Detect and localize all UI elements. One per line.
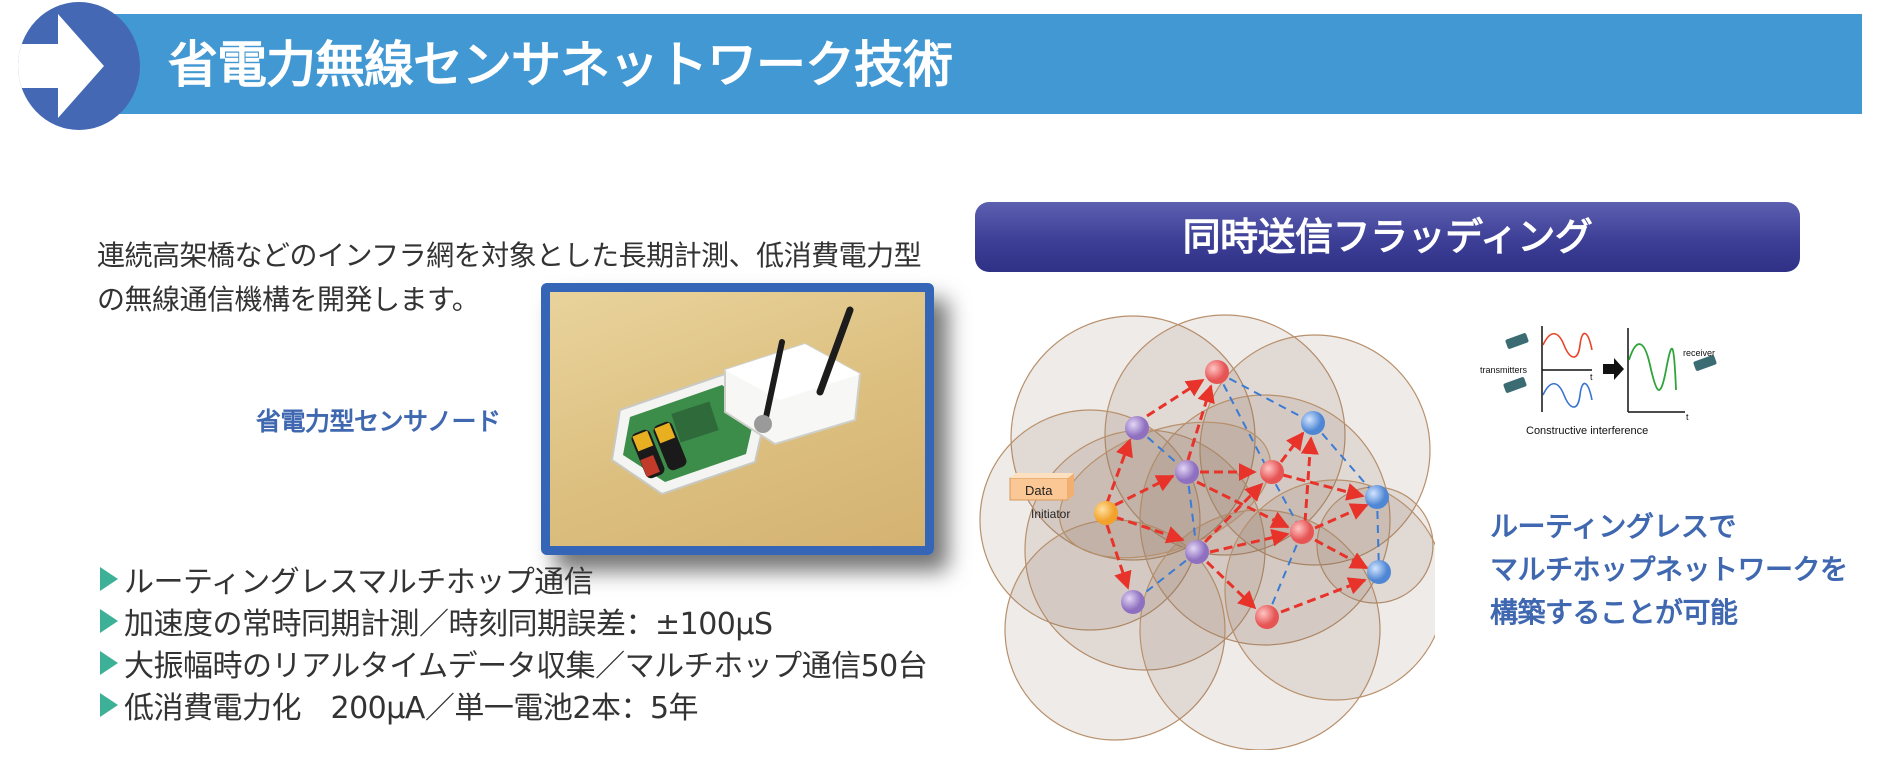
intro-line-1: 連続高架橋などのインフラ網を対象とした長期計測、低消費電力型	[97, 239, 922, 272]
arrow-right-icon	[1603, 358, 1624, 380]
triangle-bullet-icon	[100, 609, 118, 633]
receiver-label: receiver	[1683, 348, 1715, 358]
svg-text:t: t	[1590, 372, 1593, 382]
sensor-node-illustration	[610, 306, 862, 496]
interference-caption: Constructive interference	[1526, 425, 1648, 437]
sensor-node-photo	[541, 283, 934, 555]
arrow-right-icon	[18, 14, 104, 118]
triangle-bullet-icon	[100, 567, 118, 591]
flood-arrows	[1105, 378, 1369, 614]
triangle-bullet-icon	[100, 651, 118, 675]
header-bar	[100, 14, 1862, 114]
header-arrow-badge	[18, 2, 140, 130]
constructive-interference-diagram: transmitters receiver t t Constructive i…	[1480, 320, 1760, 444]
initiator-label: Initiator	[1031, 507, 1070, 521]
intro-line-2: の無線通信機構を開発します。	[97, 283, 480, 316]
feature-list: ルーティングレスマルチホップ通信 加速度の常時同期計測／時刻同期誤差：±100μ…	[100, 558, 928, 726]
link-lines	[1132, 371, 1380, 618]
coverage-circles	[979, 314, 1446, 751]
feature-item: ルーティングレスマルチホップ通信	[100, 558, 927, 600]
receiver-device-icon	[1693, 355, 1717, 371]
feature-item: 低消費電力化 200μA／単一電池2本：5年	[100, 684, 927, 726]
flooding-banner: 同時送信フラッディング	[975, 202, 1800, 272]
initiator-node	[1094, 501, 1118, 525]
data-label: Data	[1025, 483, 1053, 498]
page-title: 省電力無線センサネットワーク技術	[168, 36, 953, 94]
feature-item: 加速度の常時同期計測／時刻同期誤差：±100μS	[100, 600, 927, 642]
data-packet-icon	[1009, 473, 1074, 501]
transmitter-device-icon	[1503, 333, 1529, 393]
svg-text:t: t	[1686, 412, 1689, 422]
transmitters-label: transmitters	[1480, 365, 1528, 375]
flooding-network-diagram: Data Initiator	[975, 290, 1446, 754]
network-nodes	[1094, 360, 1391, 629]
capability-statement: ルーティングレスで マルチホップネットワークを 構築することが可能	[1490, 510, 1848, 629]
sensor-node-caption: 省電力型センサノード	[256, 407, 501, 436]
intro-text: 連続高架橋などのインフラ網を対象とした長期計測、低消費電力型 の無線通信機構を開…	[97, 234, 922, 322]
feature-item: 大振幅時のリアルタイムデータ収集／マルチホップ通信50台	[100, 642, 928, 684]
triangle-bullet-icon	[100, 693, 118, 717]
